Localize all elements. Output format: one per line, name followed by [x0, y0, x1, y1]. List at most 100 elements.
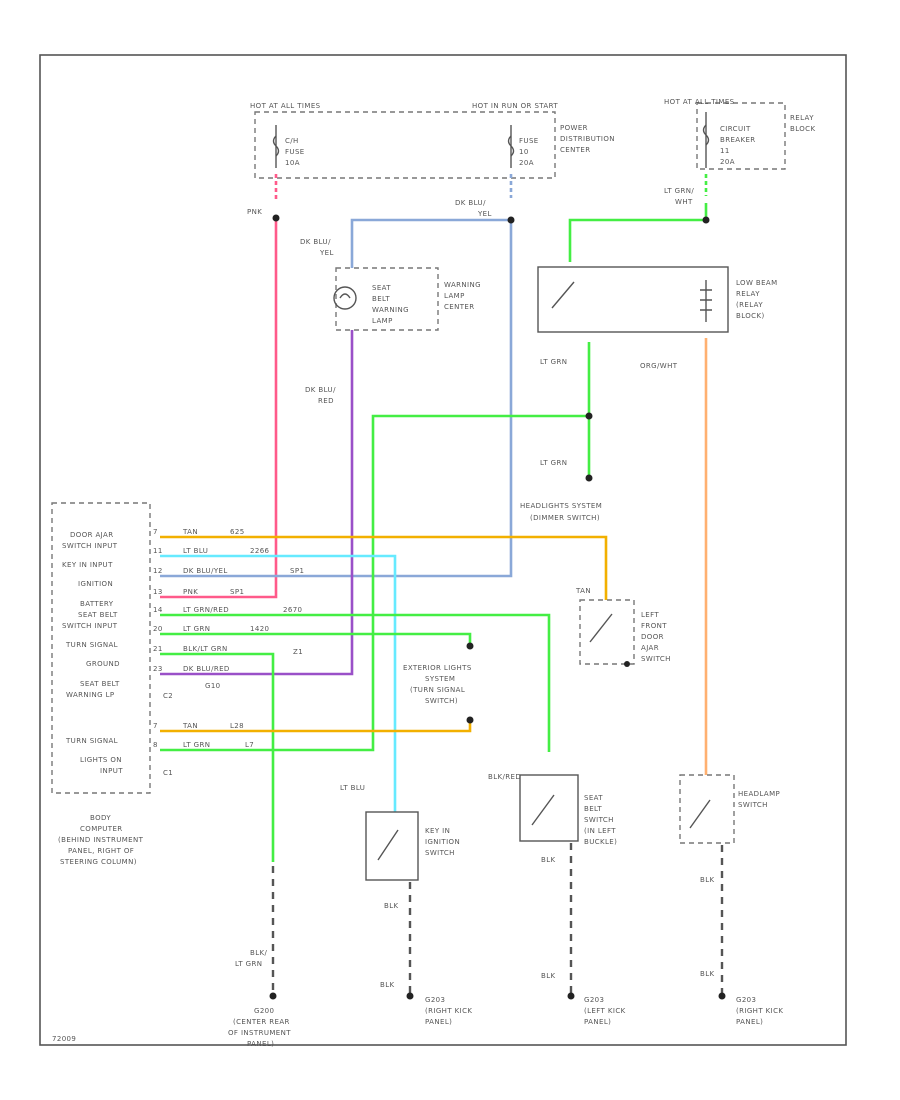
bc-ground-label: GROUND — [86, 660, 120, 668]
ext-label-4: SWITCH) — [425, 697, 458, 705]
w-ltgrn-bot: LT GRN — [183, 741, 210, 749]
bc-door-label-1: DOOR AJAR — [70, 531, 113, 539]
splice-ltgrn — [585, 412, 593, 420]
pin-seat: 14 — [153, 606, 163, 614]
bc-seat-label-2: SWITCH INPUT — [62, 622, 118, 630]
power-distribution-center-box — [254, 111, 556, 179]
ground-terminal-4 — [718, 992, 726, 1000]
blk-e: BLK — [700, 876, 715, 884]
fuse1-label-3: 10A — [285, 159, 300, 167]
wire-ltblu-key — [160, 554, 397, 812]
turn-signal-connector-1 — [466, 642, 474, 650]
dk-blu-yel-top-label-2: YEL — [477, 210, 492, 218]
w-ltgrn-bot-n: L7 — [245, 741, 254, 749]
power-dist-label-3: CENTER — [560, 146, 591, 154]
warning-lamp-center-box — [335, 267, 439, 331]
key-sw-label-3: SWITCH — [425, 849, 455, 857]
ext-label-2: SYSTEM — [425, 675, 455, 683]
seat-sw-label-2: BELT — [584, 805, 602, 813]
headlights-connector — [585, 474, 593, 482]
seat-sw-label-5: BUCKLE) — [584, 838, 617, 846]
ground-terminal-1 — [269, 992, 277, 1000]
wire-tan-door — [160, 535, 608, 600]
cb-label-4: 20A — [720, 158, 735, 166]
door-ajar-switch-contact — [589, 613, 613, 643]
hot-run-start-label: HOT IN RUN OR START — [472, 102, 558, 110]
lt-blu-key-label: LT BLU — [340, 784, 365, 792]
g1-label-4: PANEL) — [247, 1040, 274, 1048]
bc-door-label-2: SWITCH INPUT — [62, 542, 118, 550]
w-tan-top-n: 625 — [230, 528, 245, 536]
power-dist-label-1: POWER — [560, 124, 588, 132]
headlamp-switch-contact — [689, 799, 711, 829]
lt-grn-wht-label-1: LT GRN/ — [664, 187, 694, 195]
w-dkbluyel: DK BLU/YEL — [183, 567, 228, 575]
wire-tan-turn — [160, 720, 472, 733]
key-in-switch-box — [365, 811, 419, 881]
lt-grn-label-1: LT GRN — [540, 358, 567, 366]
ground-terminal-2 — [406, 992, 414, 1000]
low-beam-relay-contact — [551, 281, 575, 309]
seat-belt-lamp-label-3: WARNING — [372, 306, 409, 314]
key-sw-label-1: KEY IN — [425, 827, 450, 835]
blk-ltgrn-label-1: BLK/ — [250, 949, 267, 957]
warning-center-label-2: LAMP — [444, 292, 465, 300]
seat-belt-switch-box — [519, 774, 579, 842]
pin-turn2: 7 — [153, 722, 158, 730]
fuse2-label-1: FUSE — [519, 137, 539, 145]
body-label-3: (BEHIND INSTRUMENT — [58, 836, 144, 844]
blk-red-label: BLK/RED — [488, 773, 521, 781]
lt-grn-label-2: LT GRN — [540, 459, 567, 467]
seat-sw-label-4: (IN LEFT — [584, 827, 616, 835]
bc-lights-label-1: LIGHTS ON — [80, 756, 122, 764]
w-blkltgrn-n: Z1 — [293, 648, 303, 656]
w-ltblu: LT BLU — [183, 547, 208, 555]
pin-turn: 20 — [153, 625, 163, 633]
seat-belt-switch-contact — [531, 794, 555, 826]
headlamp-switch-box — [679, 774, 735, 844]
headlights-label-1: HEADLIGHTS SYSTEM — [520, 502, 602, 510]
relay-block-label-2: BLOCK — [790, 125, 815, 133]
bc-turn2-label: TURN SIGNAL — [65, 737, 118, 745]
wire-blkltgrn — [160, 652, 275, 862]
w-tan-bot: TAN — [182, 722, 198, 730]
w-ltgrn: LT GRN — [183, 625, 210, 633]
blk-d: BLK — [541, 972, 556, 980]
dk-blu-red-label-1: DK BLU/ — [305, 386, 336, 394]
pin-lights: 8 — [153, 741, 158, 749]
hot-at-times-label: HOT AT ALL TIMES — [664, 98, 735, 106]
g4-label-1: G203 — [736, 996, 756, 1004]
w-pnk: PNK — [183, 588, 198, 596]
g2-label-2: (RIGHT KICK — [425, 1007, 472, 1015]
bc-key-label: KEY IN INPUT — [62, 561, 113, 569]
blk-b: BLK — [380, 981, 395, 989]
wire-ltgrnred — [160, 613, 551, 752]
pin-ign: 12 — [153, 567, 163, 575]
bc-batt-label: BATTERY — [80, 600, 114, 608]
seat-belt-lamp-label-1: SEAT — [372, 284, 391, 292]
bc-seat-label-1: SEAT BELT — [78, 611, 118, 619]
low-beam-label-2: RELAY — [736, 290, 760, 298]
w-dkblured-n: G10 — [205, 682, 221, 690]
pin-gnd: 21 — [153, 645, 163, 653]
seat-belt-lamp-label-2: BELT — [372, 295, 390, 303]
blk-a: BLK — [384, 902, 399, 910]
w-dkblured: DK BLU/RED — [183, 665, 230, 673]
bc-lights-label-2: INPUT — [100, 767, 123, 775]
ground-terminal-3 — [567, 992, 575, 1000]
tan-switch-label: TAN — [575, 587, 591, 595]
pin-batt: 13 — [153, 588, 163, 596]
seat-belt-lamp-filament — [339, 293, 351, 299]
hot-all-times-label: HOT AT ALL TIMES — [250, 102, 321, 110]
pin-seatwarn: 23 — [153, 665, 163, 673]
blk-c: BLK — [541, 856, 556, 864]
body-label-2: COMPUTER — [80, 825, 123, 833]
relay-block-label-1: RELAY — [790, 114, 814, 122]
footer-code: 72009 — [52, 1035, 76, 1043]
door-ajar-switch-box — [579, 599, 635, 665]
bc-seatwarn-label-1: SEAT BELT — [80, 680, 120, 688]
w-ltgrnred-n: 2670 — [283, 606, 302, 614]
lf-door-label-2: FRONT — [641, 622, 667, 630]
wire-ltgrnwht — [568, 203, 708, 262]
